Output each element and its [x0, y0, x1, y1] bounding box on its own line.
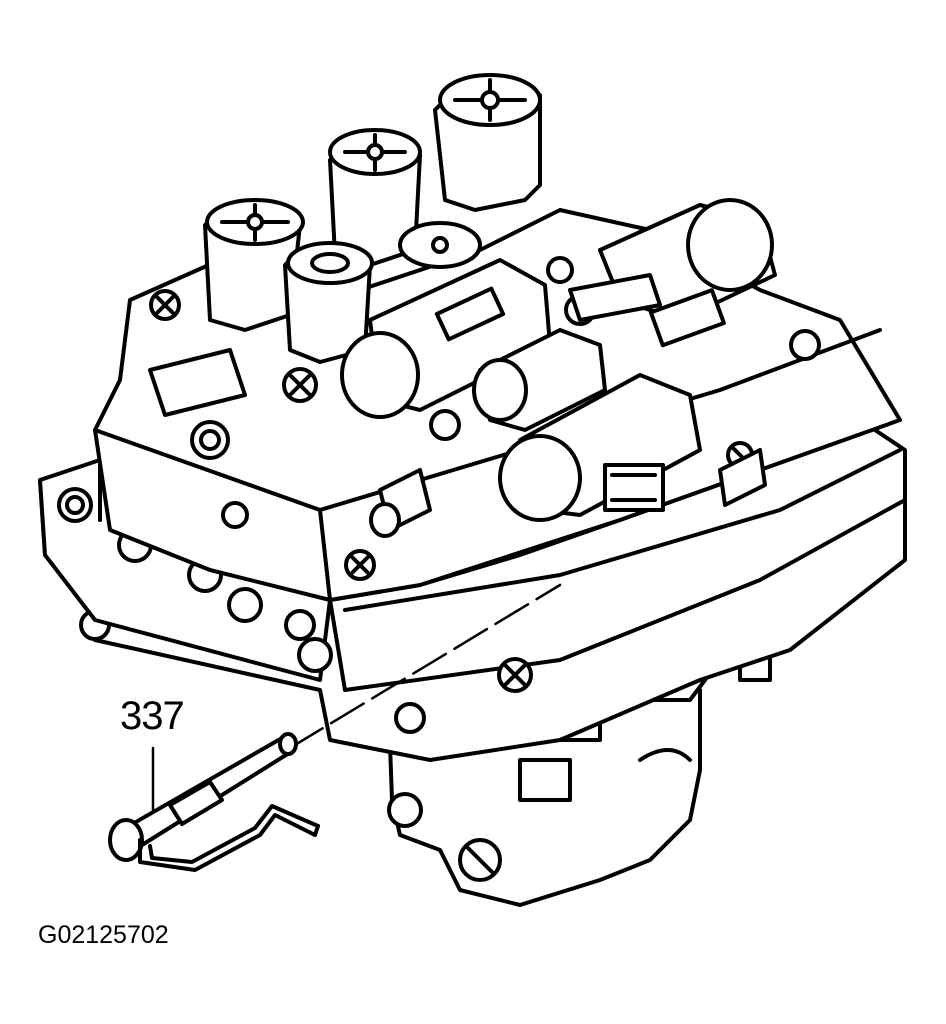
tool-337: [108, 732, 320, 872]
solenoid-1: [433, 73, 542, 212]
solenoid-3: [203, 198, 305, 332]
pressure-control-solenoid: [472, 256, 607, 432]
callout-label: 337: [120, 694, 185, 738]
separator-plate: [38, 418, 907, 762]
leader-line: [288, 583, 562, 750]
shift-solenoid-lower: [498, 373, 702, 522]
figure-id: G02125702: [38, 921, 169, 949]
retainer-clips: [148, 273, 767, 538]
valve-cap: [398, 221, 482, 269]
solenoid-4: [282, 241, 374, 403]
